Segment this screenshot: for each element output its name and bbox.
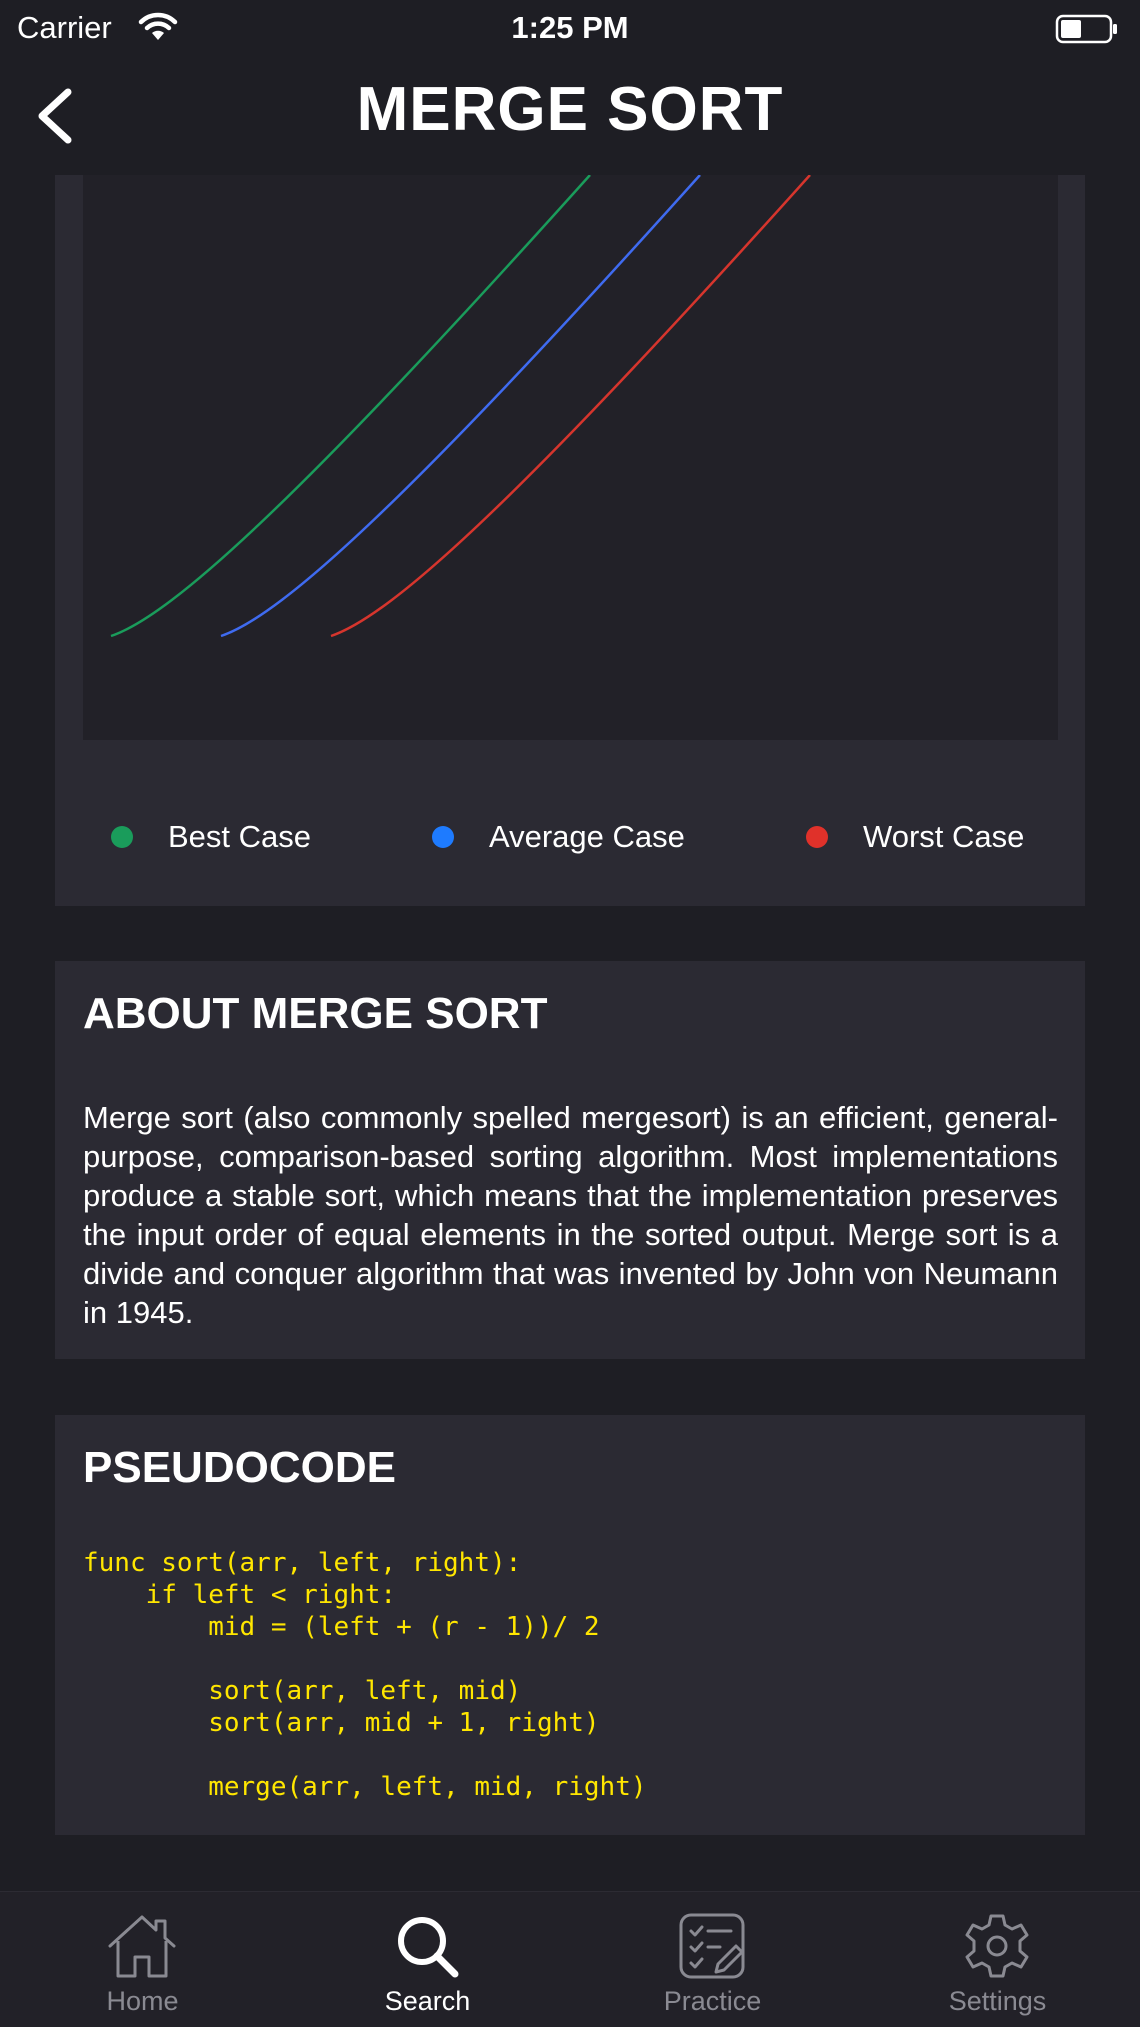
battery-icon xyxy=(1055,14,1117,44)
status-time: 1:25 PM xyxy=(511,10,629,45)
pseudocode-card: PSEUDOCODE func sort(arr, left, right): … xyxy=(55,1415,1085,1835)
series-line-worst-case xyxy=(330,175,811,638)
settings-icon xyxy=(965,1914,1029,1978)
tab-label-settings: Settings xyxy=(948,1986,1047,2016)
chevron-left-icon xyxy=(38,88,72,144)
legend-label-worst-case: Worst Case xyxy=(863,819,1025,854)
tab-label-practice: Practice xyxy=(663,1986,762,2016)
back-button[interactable] xyxy=(24,80,84,150)
search-icon xyxy=(398,1917,459,1978)
status-bar: Carrier 1:25 PM xyxy=(0,0,1140,56)
chart-legend: Best Case Average Case Worst Case xyxy=(55,807,1085,867)
legend-dot-best-case xyxy=(111,826,133,848)
tab-practice[interactable]: Practice xyxy=(570,1892,855,2027)
practice-icon xyxy=(679,1913,745,1979)
tab-label-home: Home xyxy=(106,1986,179,2016)
series-line-best-case xyxy=(110,175,591,638)
nav-bar: MERGE SORT xyxy=(0,60,1140,170)
pseudocode-block: func sort(arr, left, right): if left < r… xyxy=(83,1548,647,1802)
about-title: ABOUT MERGE SORT xyxy=(83,989,548,1038)
home-icon xyxy=(108,1915,176,1978)
about-card: ABOUT MERGE SORT Merge sort (also common… xyxy=(55,961,1085,1359)
tab-settings[interactable]: Settings xyxy=(855,1892,1140,2027)
complexity-chart-card: Best Case Average Case Worst Case xyxy=(55,175,1085,906)
legend-item-best-case: Best Case xyxy=(111,807,311,867)
pseudocode-title: PSEUDOCODE xyxy=(83,1443,396,1492)
series-line-average-case xyxy=(220,175,701,638)
legend-item-worst-case: Worst Case xyxy=(806,807,1024,867)
legend-label-average-case: Average Case xyxy=(489,819,685,854)
tab-label-search: Search xyxy=(384,1986,471,2016)
legend-dot-average-case xyxy=(432,826,454,848)
carrier-label: Carrier xyxy=(17,10,112,45)
tab-home[interactable]: Home xyxy=(0,1892,285,2027)
legend-item-average-case: Average Case xyxy=(432,807,685,867)
tab-search[interactable]: Search xyxy=(285,1892,570,2027)
complexity-chart xyxy=(110,175,811,638)
page-title: MERGE SORT xyxy=(356,75,784,144)
wifi-icon xyxy=(138,12,178,40)
chart-area xyxy=(83,175,1058,740)
legend-dot-worst-case xyxy=(806,826,828,848)
tab-bar: Home Search Practice Settings xyxy=(0,1891,1140,2027)
about-text: Merge sort (also commonly spelled merges… xyxy=(83,1100,1058,1330)
legend-label-best-case: Best Case xyxy=(168,819,312,854)
